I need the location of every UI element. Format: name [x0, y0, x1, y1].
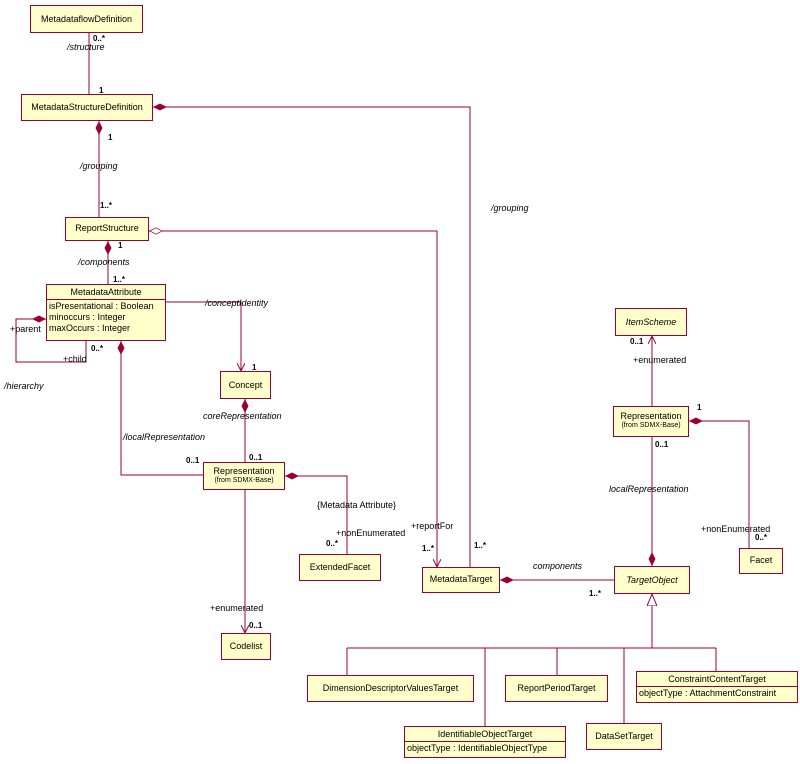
- label-enumerated-left: +enumerated: [210, 603, 264, 613]
- class-attributes: isPresentational : Boolean minoccurs : I…: [47, 299, 165, 335]
- label-grouping-left: /grouping: [80, 161, 118, 171]
- label-report-for: +reportFor: [411, 521, 454, 531]
- label-enumerated-right: +enumerated: [633, 355, 687, 365]
- class-name: Concept: [228, 380, 263, 390]
- mult-rep-r-facet: 1: [697, 403, 702, 412]
- class-representation-right[interactable]: Representation (from SDMX-Base): [613, 406, 689, 437]
- class-name: Facet: [749, 555, 773, 565]
- label-components-right: components: [533, 561, 583, 571]
- class-package: (from SDMX-Base): [621, 422, 681, 429]
- class-name: ExtendedFacet: [309, 562, 371, 572]
- mult-rs-group: 1..*: [100, 201, 113, 210]
- edge-report-for: [149, 231, 437, 567]
- class-name-text: Representation: [213, 466, 275, 476]
- mult-codelist: 0..1: [249, 621, 263, 630]
- label-parent: +parent: [10, 324, 41, 334]
- class-package: (from SDMX-Base): [214, 477, 274, 484]
- class-attributes: objectType : IdentifiableObjectType: [405, 741, 565, 755]
- mult-msd-group: 1: [108, 133, 113, 142]
- label-core-representation: coreRepresentation: [203, 411, 282, 421]
- attribute: isPresentational : Boolean: [49, 301, 154, 311]
- class-target-object[interactable]: TargetObject: [614, 566, 690, 594]
- class-name: MetadataflowDefinition: [40, 14, 133, 24]
- class-name: ReportPeriodTarget: [517, 683, 596, 693]
- class-dimension-descriptor-values-target[interactable]: DimensionDescriptorValuesTarget: [307, 675, 474, 702]
- class-name: ItemScheme: [625, 317, 677, 327]
- class-facet[interactable]: Facet: [739, 548, 783, 574]
- mult-mt-group: 1..*: [474, 541, 487, 550]
- mult-concept: 1: [252, 363, 257, 372]
- mult-ma-child: 0..*: [91, 344, 104, 353]
- mult-msd-struct: 1: [99, 86, 104, 95]
- class-extended-facet[interactable]: ExtendedFacet: [299, 554, 381, 581]
- class-name: MetadataStructureDefinition: [31, 102, 143, 112]
- mult-mt-report: 1..*: [422, 544, 435, 553]
- label-local-representation-right: localRepresentation: [609, 484, 689, 494]
- class-name: Representation (from SDMX-Base): [614, 407, 688, 435]
- edge-hierarchy: [15, 315, 87, 363]
- mult-rep-r-local: 0..1: [655, 440, 669, 449]
- attribute: objectType : IdentifiableObjectType: [407, 743, 548, 753]
- label-non-enumerated-left: +nonEnumerated: [336, 528, 406, 538]
- attribute: objectType : AttachmentConstraint: [639, 688, 777, 698]
- mult-rs-comp: 1: [118, 241, 123, 250]
- edge-local-representation: [117, 341, 203, 476]
- class-name: ReportStructure: [75, 223, 139, 233]
- class-concept[interactable]: Concept: [220, 371, 271, 399]
- attribute: minoccurs : Integer: [49, 312, 126, 322]
- mult-is: 0..1: [630, 337, 644, 346]
- mult-ma-comp: 1..*: [113, 275, 126, 284]
- class-name: DataSetTarget: [595, 731, 653, 741]
- class-name: MetadataAttribute: [70, 287, 142, 297]
- class-name-text: Representation: [620, 411, 682, 421]
- class-name: Representation (from SDMX-Base): [204, 463, 284, 489]
- label-local-representation-left: /localRepresentation: [123, 432, 206, 442]
- mult-facet: 0..*: [755, 533, 768, 542]
- label-non-enumerated-right: +nonEnumerated: [701, 524, 771, 534]
- class-name: TargetObject: [626, 575, 678, 585]
- mult-rep-local: 0..1: [186, 456, 200, 465]
- label-structure: /structure: [67, 42, 105, 52]
- label-grouping-right: /grouping: [491, 203, 529, 213]
- label-metadata-attribute-constraint: {Metadata Attribute}: [317, 500, 397, 510]
- mult-rep-core: 0..1: [249, 453, 263, 462]
- class-metadataflow-definition[interactable]: MetadataflowDefinition: [30, 5, 143, 33]
- class-representation-left[interactable]: Representation (from SDMX-Base): [203, 462, 285, 490]
- label-components-left: /components: [78, 257, 130, 267]
- class-report-structure[interactable]: ReportStructure: [65, 217, 149, 241]
- class-metadata-target[interactable]: MetadataTarget: [422, 567, 500, 593]
- class-data-set-target[interactable]: DataSetTarget: [586, 723, 662, 750]
- edge-non-enumerated-right: [689, 417, 750, 548]
- label-child: +child: [63, 354, 87, 364]
- class-metadata-structure-definition[interactable]: MetadataStructureDefinition: [21, 94, 153, 121]
- mult-mfd: 0..*: [93, 34, 106, 43]
- class-attributes: objectType : AttachmentConstraint: [637, 686, 797, 700]
- class-name: Codelist: [229, 641, 263, 651]
- class-name: MetadataTarget: [429, 574, 493, 584]
- edge-grouping-mt: [153, 103, 471, 570]
- class-identifiable-object-target[interactable]: IdentifiableObjectTarget objectType : Id…: [404, 726, 566, 758]
- attribute: maxOccurs : Integer: [49, 323, 131, 333]
- class-name: IdentifiableObjectTarget: [437, 729, 533, 739]
- label-hierarchy: /hierarchy: [4, 381, 44, 391]
- class-item-scheme[interactable]: ItemScheme: [615, 308, 687, 336]
- class-name: DimensionDescriptorValuesTarget: [322, 683, 459, 693]
- class-codelist[interactable]: Codelist: [221, 633, 271, 660]
- class-constraint-content-target[interactable]: ConstraintContentTarget objectType : Att…: [636, 671, 798, 703]
- edge-non-enumerated-left: [285, 472, 348, 554]
- class-name: ConstraintContentTarget: [668, 674, 766, 684]
- mult-ef: 0..*: [326, 539, 339, 548]
- edge-concept-identity: [166, 301, 241, 371]
- label-concept-identity: /conceptIdentity: [205, 298, 269, 308]
- mult-to-comp: 1..*: [589, 589, 602, 598]
- class-report-period-target[interactable]: ReportPeriodTarget: [505, 675, 608, 702]
- class-metadata-attribute[interactable]: MetadataAttribute isPresentational : Boo…: [46, 284, 166, 341]
